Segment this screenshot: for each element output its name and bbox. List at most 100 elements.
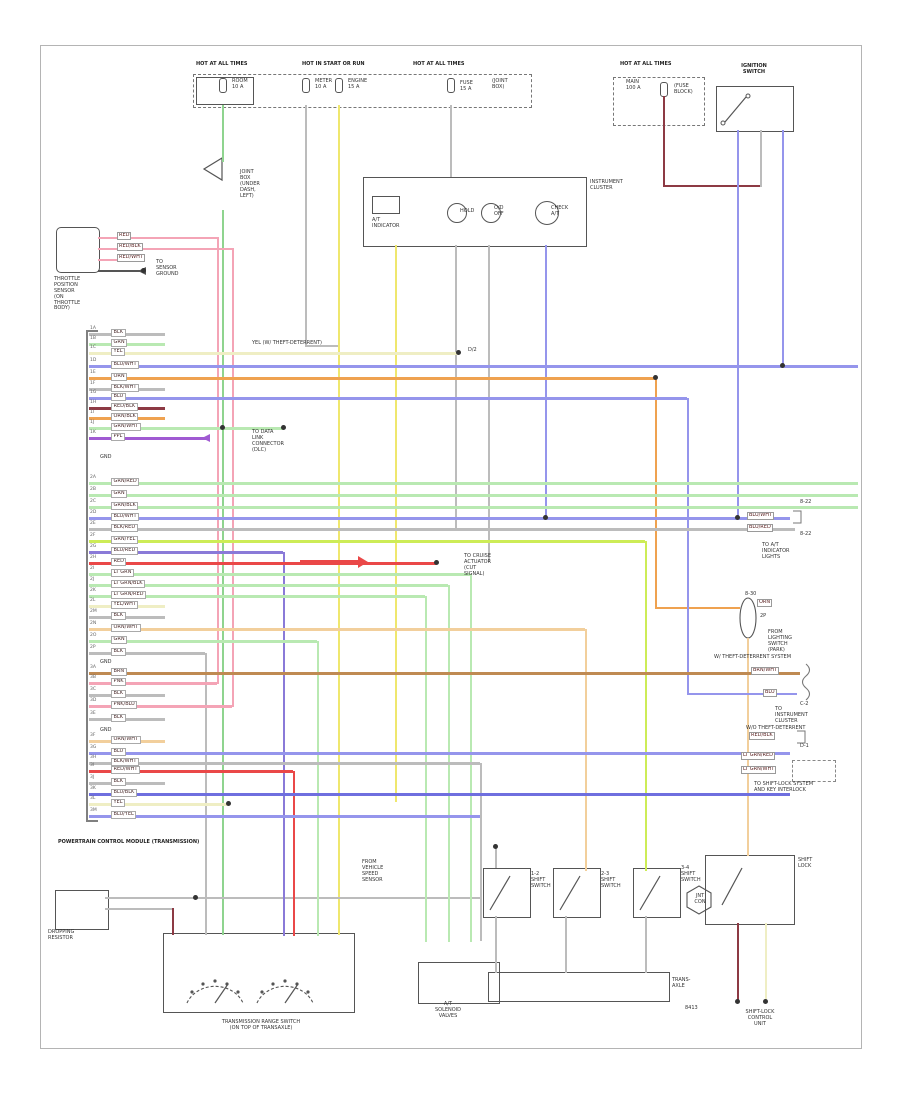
wire-segment <box>425 596 427 942</box>
junction-dot <box>735 515 740 520</box>
shift-switch-2-3-box <box>553 868 601 918</box>
label: (JOINT BOX) <box>492 78 508 90</box>
connector-pin-label: 1K <box>90 430 96 435</box>
connector-pin-label: 3G <box>90 745 97 750</box>
wire-color-code: BLU/WHT <box>110 360 140 369</box>
wire-color-code: GRN <box>110 635 128 644</box>
label: YEL (W/ THEFT-DETERRENT) <box>252 340 322 346</box>
label: CHECK A/T <box>551 205 569 217</box>
connector-row-wire <box>89 815 480 818</box>
label: RED <box>116 232 132 240</box>
label: 2P <box>760 613 767 619</box>
connector-row-wire <box>89 595 425 598</box>
label: (FUSE BLOCK) <box>674 83 693 95</box>
connector-row-wire <box>89 628 585 631</box>
wire-color-code: PNK <box>110 677 127 686</box>
junction-dot <box>735 999 740 1004</box>
connector-pin-label: 2H <box>90 555 97 560</box>
label: JOINT BOX (UNDER DASH, LEFT) <box>240 169 260 199</box>
label: 1-2 SHIFT SWITCH <box>531 871 551 889</box>
wire-color-code: LT GRN/RED <box>111 590 146 599</box>
label: RED/BLK <box>749 732 775 740</box>
junction-dot <box>763 999 768 1004</box>
connector-pin-label: 3C <box>90 687 97 692</box>
connector-row-wire <box>89 793 790 796</box>
wire-segment <box>172 908 174 935</box>
wire-color-code: BLK <box>111 647 126 656</box>
wire-segment <box>737 130 739 519</box>
wire-color-code: BLK <box>111 328 126 337</box>
right-connector-box <box>792 760 836 782</box>
label: TRANSMISSION RANGE SWITCH (ON TOP OF TRA… <box>221 1019 301 1031</box>
wire-color-code: YEL/WHT <box>110 600 139 609</box>
label: ENGINE 15 A <box>348 78 368 90</box>
connector-pin-label: 1A <box>90 326 96 331</box>
connector-row-wire <box>89 377 655 380</box>
wire-segment <box>395 245 397 802</box>
joint-box-pennant-icon <box>202 156 223 182</box>
right-bracket-icon-2 <box>797 730 806 744</box>
connector-pin-label: 2D <box>90 510 97 515</box>
wire-segment <box>293 771 295 936</box>
shift-switch-1-2-contact <box>489 875 511 911</box>
connector-row-wire <box>89 584 448 587</box>
connector-row-wire <box>89 672 800 675</box>
wire-segment <box>455 245 457 530</box>
throttle-position-sensor-box <box>56 227 100 273</box>
fuse-room-icon <box>219 78 227 93</box>
wire-segment <box>450 105 452 177</box>
wire-segment <box>232 248 234 707</box>
label: HOT AT ALL TIMES <box>620 61 672 67</box>
right-bracket-icon-1 <box>793 510 802 524</box>
wire-segment <box>565 916 567 973</box>
label: FROM LIGHTING SWITCH (PARK) <box>768 629 793 653</box>
label: HOLD <box>460 208 475 214</box>
connector-pin-label: 1C <box>90 345 97 350</box>
connector-pin-label: 3K <box>90 786 96 791</box>
junction-dot <box>543 515 548 520</box>
range-switch-contacts <box>190 979 310 994</box>
pcm-connector-bracket <box>86 330 88 822</box>
wire-segment <box>765 923 767 1001</box>
connector-pin-label: 3L <box>90 796 96 801</box>
wire-color-code: BLU <box>111 392 126 401</box>
label: 8-22 <box>800 531 812 537</box>
label: TO SHIFT-LOCK SYSTEM AND KEY INTERLOCK <box>754 781 814 793</box>
wire-color-code: BLK/WHT <box>111 383 139 392</box>
connector-row-wire <box>89 762 480 765</box>
wire-color-code: RED <box>110 557 127 566</box>
label: RED/BLK <box>117 243 143 251</box>
wire-color-code: ORN <box>110 372 128 381</box>
wire-segment <box>283 552 285 936</box>
connector-row-wire <box>89 365 858 368</box>
connector-row-wire <box>89 752 790 755</box>
label: GND <box>100 727 112 733</box>
junction-dot <box>456 350 461 355</box>
connector-pin-label: 1G <box>90 390 97 395</box>
wire-segment <box>747 638 749 856</box>
connector-pin-label: 3I <box>90 763 95 768</box>
label: GND <box>100 454 112 460</box>
label: O/D OFF <box>494 205 504 217</box>
connector-row-wire <box>89 506 858 509</box>
shift-switch-2-3-contact <box>559 875 581 911</box>
label: SHIFT-LOCK CONTROL UNIT <box>745 1009 775 1027</box>
connector-row-wire <box>89 640 317 643</box>
wire-color-code: ORN/BLK <box>110 412 139 421</box>
wire-segment <box>663 96 665 187</box>
label: IGNITION SWITCH <box>741 63 767 75</box>
connector-row-wire <box>89 427 283 430</box>
wire-segment <box>782 130 784 367</box>
instrument-cluster-box <box>363 177 587 247</box>
wire-segment <box>585 629 587 871</box>
connector-row-wire <box>89 782 165 785</box>
label: LT GRN/RED <box>741 752 775 760</box>
connector-row-wire <box>89 397 687 400</box>
wire-segment <box>222 105 224 162</box>
wire-color-code: BLK <box>111 611 126 620</box>
label: BLU/RED <box>747 524 773 532</box>
connector-pin-label: 2C <box>90 499 97 504</box>
connector-pin-label: 3F <box>90 733 96 738</box>
label: BLU/WHT <box>746 512 775 520</box>
wire-segment <box>687 398 689 695</box>
